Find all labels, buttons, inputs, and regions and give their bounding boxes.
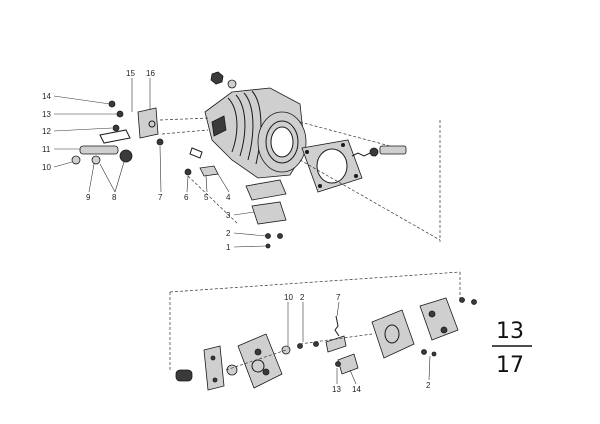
callout-5: 5 xyxy=(204,193,209,202)
bottom-callouts: 10 2 7 13 14 2 xyxy=(284,293,431,394)
top-callouts: 15 16 14 13 12 11 10 9 8 7 6 5 4 3 2 1 xyxy=(42,69,267,252)
callout-b-14: 14 xyxy=(352,385,361,394)
group-number-top: 13 xyxy=(496,319,524,344)
callout-1: 1 xyxy=(226,243,231,252)
throttle-housing xyxy=(204,87,307,179)
callout-9: 9 xyxy=(86,193,91,202)
callout-8: 8 xyxy=(112,193,117,202)
cover-housing xyxy=(371,297,477,359)
callout-13: 13 xyxy=(42,110,51,119)
switch-plate xyxy=(237,333,283,389)
callout-4: 4 xyxy=(226,193,231,202)
callout-b-7: 7 xyxy=(336,293,341,302)
callout-12: 12 xyxy=(42,127,51,136)
section-frame xyxy=(169,271,461,372)
callout-b-13: 13 xyxy=(332,385,341,394)
callout-7: 7 xyxy=(158,193,163,202)
callout-2: 2 xyxy=(226,229,231,238)
callout-3: 3 xyxy=(226,211,231,220)
group-number: 13 17 xyxy=(492,319,532,378)
adjusting-screw xyxy=(351,145,407,157)
mounting-block xyxy=(175,345,238,391)
group-number-bottom: 17 xyxy=(496,353,524,378)
throttle-body-assembly xyxy=(71,71,441,249)
callout-6: 6 xyxy=(184,193,189,202)
switch-assembly xyxy=(175,297,477,391)
flange-gasket xyxy=(301,139,363,193)
contact-parts xyxy=(281,315,359,375)
callout-b-10: 10 xyxy=(284,293,293,302)
throttle-linkage xyxy=(71,100,164,165)
callout-14: 14 xyxy=(42,92,51,101)
callout-16: 16 xyxy=(146,69,155,78)
top-nut xyxy=(210,71,237,89)
callout-b-2b: 2 xyxy=(426,381,431,390)
center-small-parts xyxy=(184,147,287,249)
callout-10: 10 xyxy=(42,163,51,172)
callout-11: 11 xyxy=(42,145,51,154)
callout-b-2: 2 xyxy=(300,293,305,302)
callout-15: 15 xyxy=(126,69,135,78)
